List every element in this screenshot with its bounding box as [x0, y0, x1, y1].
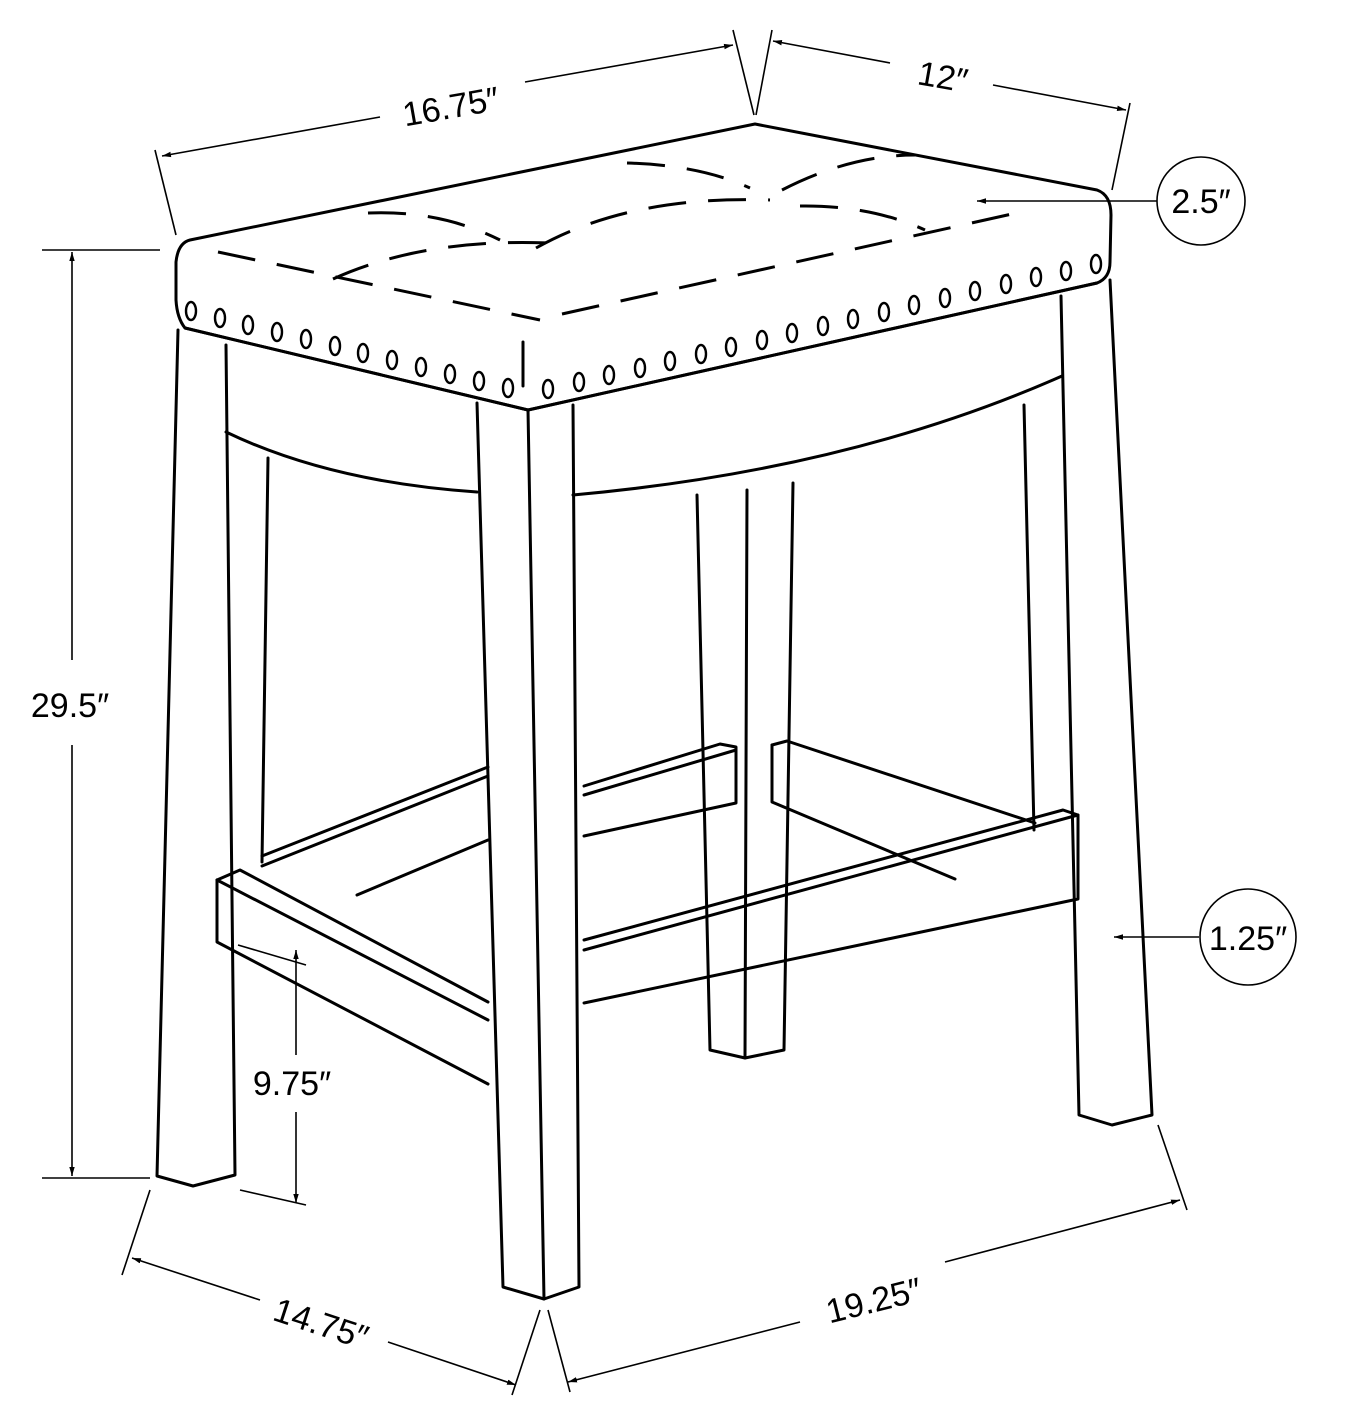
dim-base-width-label: 19.25″ — [822, 1271, 925, 1331]
dim-stretcher-height-label: 9.75″ — [253, 1065, 331, 1103]
dimension-lines — [42, 29, 1199, 1396]
dim-seat-thickness-label: 2.5″ — [1171, 183, 1230, 221]
nailhead-trim-front — [184, 300, 515, 399]
stretchers — [215, 739, 1080, 1086]
leg-front-corner — [475, 401, 581, 1301]
leg-rear-edge — [743, 488, 749, 1060]
dim-base-depth-label: 14.75″ — [269, 1291, 373, 1357]
dim-leg-width-label: 1.25″ — [1209, 920, 1287, 958]
stool-drawing — [155, 122, 1154, 1301]
leg-back-right — [1059, 278, 1154, 1127]
leg-front-left — [155, 328, 237, 1188]
seat-side-bottom-edge — [526, 281, 1099, 412]
leg-back-left-inner — [260, 456, 270, 864]
seat-front-bottom-edge — [183, 326, 530, 412]
seat-apron-front — [224, 430, 479, 494]
dim-top-width-label: 16.75″ — [400, 80, 502, 134]
dim-overall-height-label: 29.5″ — [31, 687, 109, 725]
leg-width-bubble — [1199, 888, 1297, 986]
seat-apron-side — [571, 374, 1064, 497]
dim-top-depth-label: 12″ — [915, 54, 971, 100]
leg-back-right-inner — [1022, 403, 1036, 832]
leg-front-corner-edge — [526, 408, 546, 1301]
seat-tufting-stitches — [217, 153, 1031, 322]
seat-thickness-bubble — [1156, 156, 1246, 246]
nailhead-trim-side — [541, 253, 1103, 400]
